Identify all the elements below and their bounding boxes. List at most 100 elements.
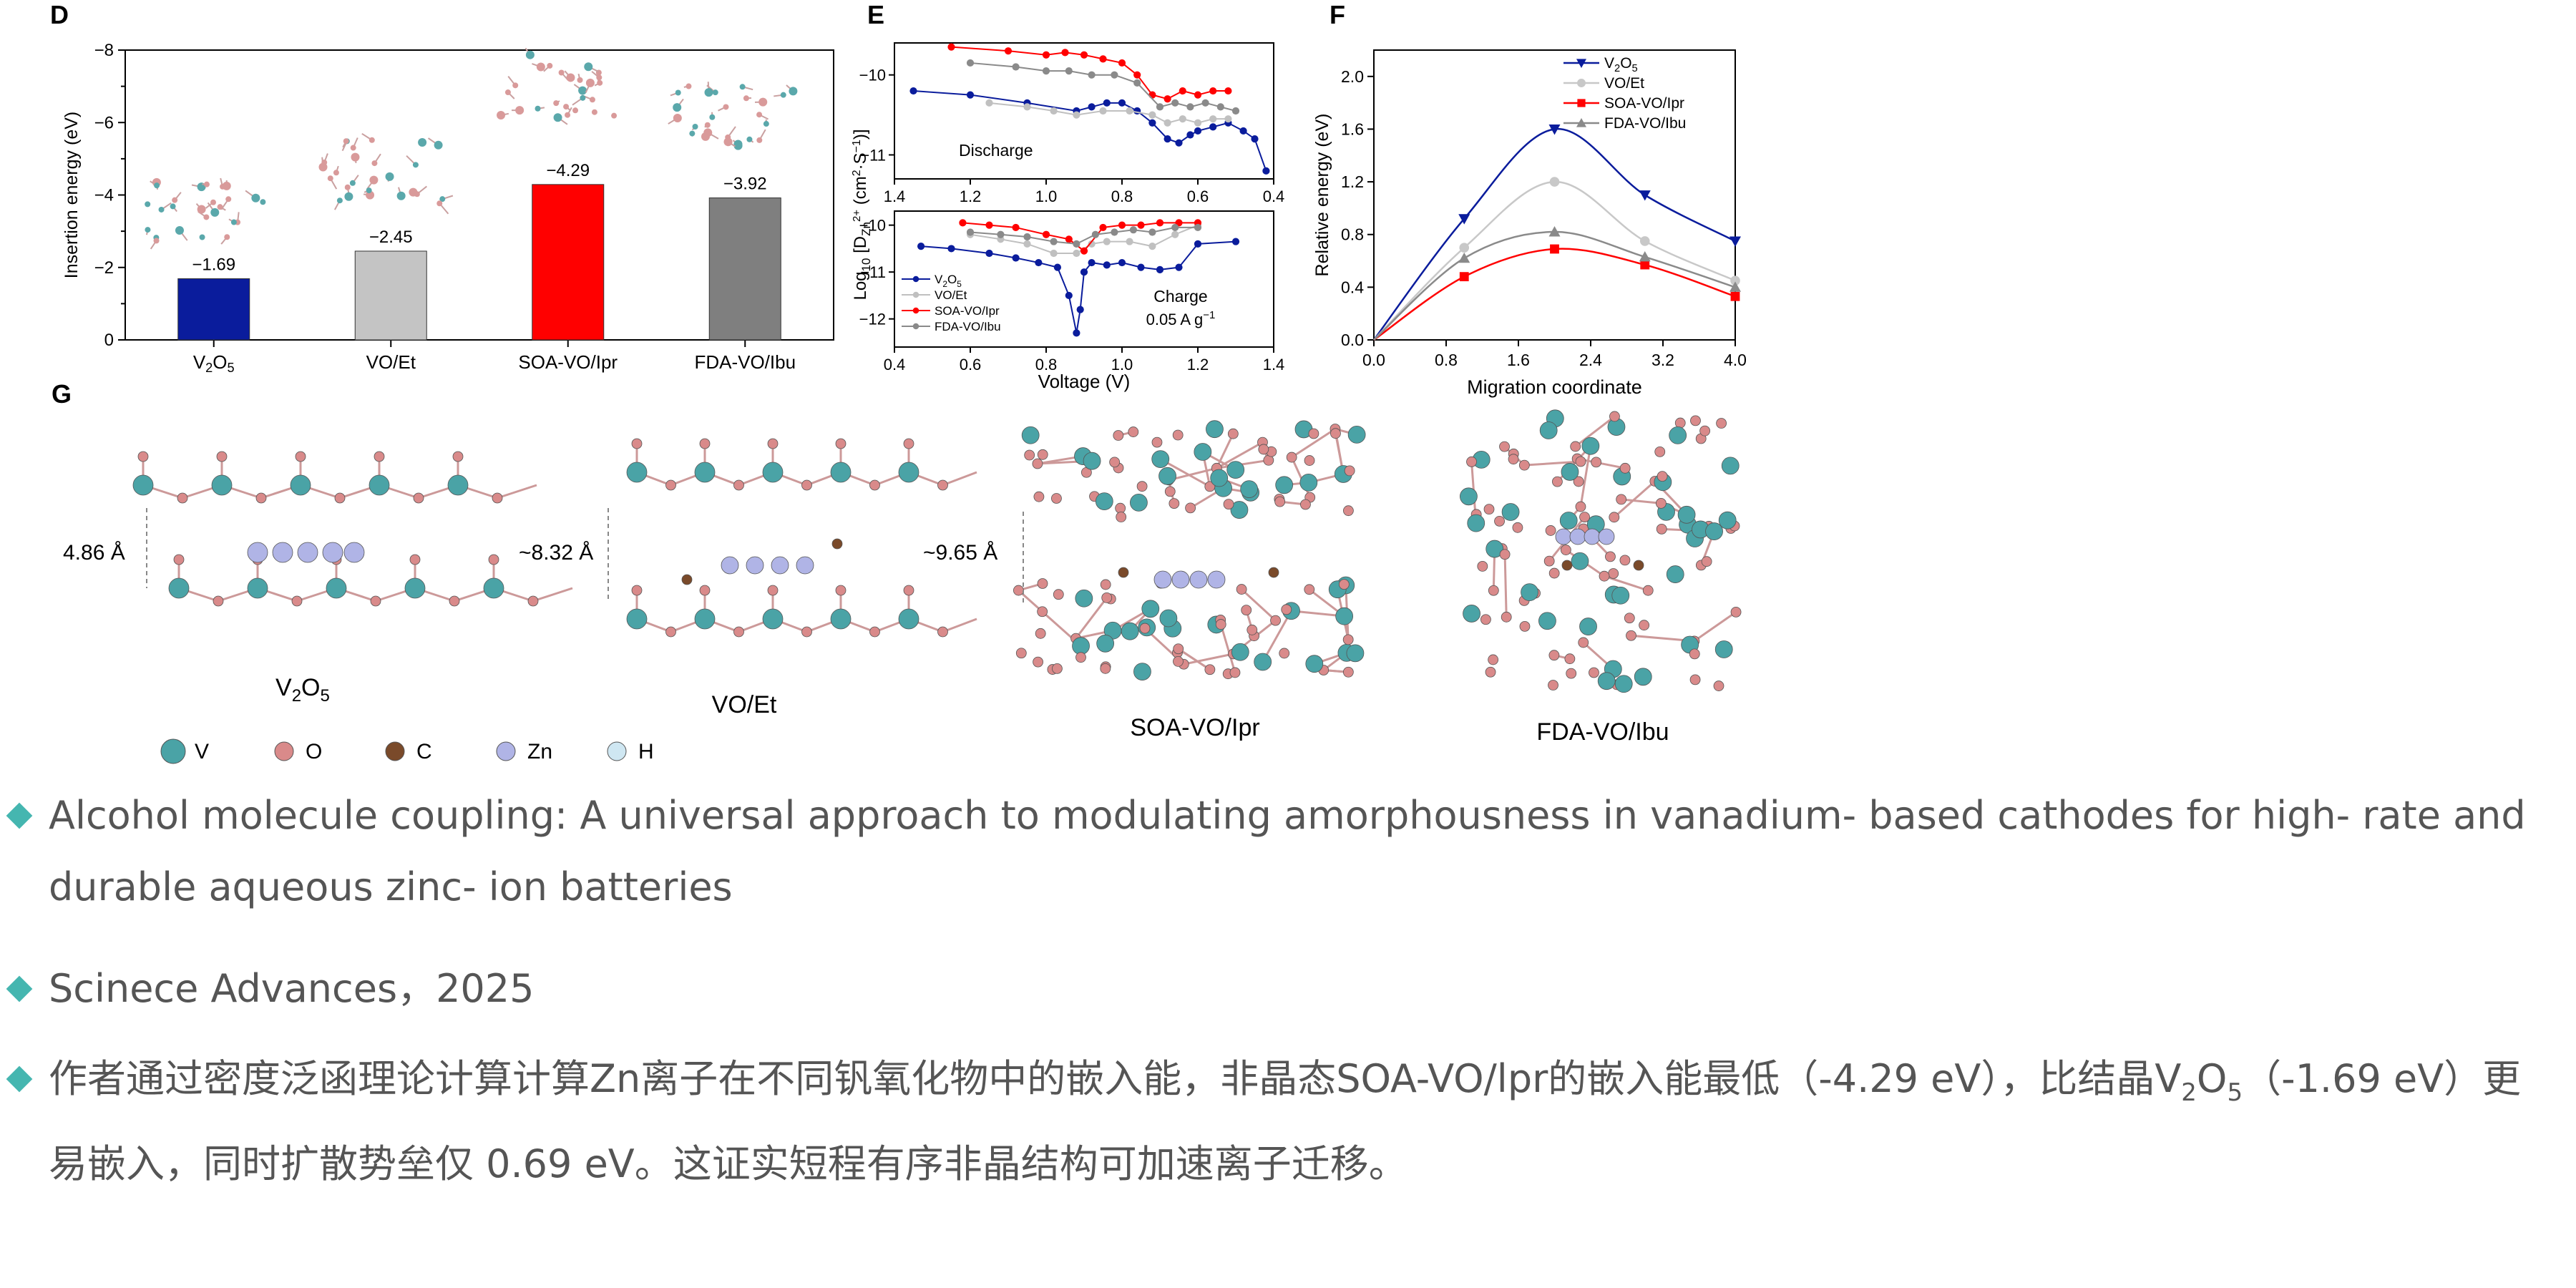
g-o-atom (1304, 584, 1315, 595)
g-o-atom (1109, 457, 1121, 468)
f-series-point (1458, 214, 1470, 225)
g-o-atom (1113, 430, 1124, 441)
d-atom (704, 122, 711, 128)
g-zn-atom (1189, 570, 1208, 589)
g-o-atom (1136, 481, 1148, 492)
d-atom (220, 183, 226, 190)
g-zn-atom (1584, 528, 1601, 545)
e-charge-label: Charge (1153, 287, 1207, 306)
e-top-series-point (1012, 63, 1020, 71)
g-zn-atom (1555, 528, 1572, 545)
g-o-atom (1100, 663, 1111, 674)
d-bar-1 (354, 250, 427, 341)
g-o-atom (1139, 623, 1151, 634)
g-v-atom (1467, 514, 1485, 532)
g-o-atom (1591, 457, 1602, 468)
f-series-point (1548, 125, 1561, 135)
f-legend-label: SOA-VO/Ipr (1604, 95, 1684, 112)
g-v-atom (1521, 583, 1538, 602)
g-bond (497, 484, 537, 499)
e-top-series-point (1239, 127, 1247, 135)
e-bot-series-point (1023, 240, 1031, 248)
g-v-atom (762, 608, 784, 630)
g-legend-atom-h (607, 741, 627, 761)
e-bot-series-point (1080, 247, 1088, 255)
g-o-atom (1608, 568, 1619, 579)
d-atom (436, 200, 443, 207)
e-bot-series-point (1118, 221, 1126, 229)
e-top-series-point (909, 87, 917, 95)
g-o-atom (1609, 411, 1620, 422)
g-o-atom (1024, 449, 1035, 461)
g-o-atom (1689, 674, 1701, 686)
e-bot-series-point (966, 228, 975, 236)
f-series-point (1729, 236, 1741, 247)
e-bot-series-point (959, 219, 967, 227)
e-top-series-point (1099, 107, 1107, 115)
g-o-atom (1236, 584, 1247, 595)
g-o-atom (1501, 611, 1512, 623)
g-o-atom (835, 585, 847, 596)
e-top-series-point (1163, 95, 1171, 103)
f-xtick-label: 0.8 (1435, 351, 1458, 369)
f-legend-label: FDA-VO/Ibu (1604, 115, 1686, 132)
d-atom (789, 87, 798, 96)
d-atom (709, 114, 716, 120)
d-atom (371, 160, 378, 167)
d-atom (439, 196, 446, 203)
d-atom (547, 62, 553, 69)
d-atom (756, 112, 763, 118)
g-v-atom (1254, 653, 1272, 671)
g-o-atom (1543, 555, 1555, 567)
g-o-atom (1689, 648, 1700, 660)
g-o-atom (1270, 615, 1281, 626)
g-o-atom (1229, 667, 1241, 678)
g-o-atom (869, 479, 880, 491)
e-bot-series-point (1148, 243, 1156, 250)
d-atom (224, 234, 230, 240)
d-atom (145, 201, 151, 208)
g-o-atom (1656, 523, 1667, 535)
e-top-series-point (1042, 51, 1050, 59)
g-o-atom (173, 554, 185, 565)
d-atom (591, 109, 597, 115)
g-v-atom (1299, 474, 1318, 492)
e-top-series-point (1194, 127, 1202, 135)
g-o-atom (488, 554, 499, 565)
d-structure-thumbnail-1 (318, 132, 454, 215)
e-top-series-point (1216, 103, 1224, 111)
g-bond (1075, 597, 1108, 640)
f-ytick-label: 1.6 (1341, 119, 1364, 138)
g-zn-atom (1153, 570, 1172, 589)
g-legend-atom-zn (496, 741, 516, 761)
d-atom (175, 225, 184, 235)
d-atom (366, 187, 372, 194)
g-o-atom (1654, 446, 1666, 457)
d-atom (154, 182, 160, 189)
e-top-series-point (1103, 99, 1111, 107)
d-ylabel: Insertion energy (eV) (62, 112, 82, 278)
g-v-atom (1226, 461, 1245, 479)
e-top-series-point (1186, 103, 1194, 111)
distance-label-soa-vo-ipr: ~9.65 Å (923, 541, 997, 565)
g-v-atom (1133, 663, 1151, 681)
g-o-atom (1657, 471, 1668, 482)
g-o-atom (699, 438, 711, 449)
g-v-atom (1669, 426, 1687, 444)
g-bond (1693, 611, 1737, 643)
d-ytick-label: −8 (94, 41, 114, 60)
e-bot-series-point (1035, 258, 1043, 267)
g-v-atom (1275, 476, 1294, 494)
e-top-series-point (1156, 103, 1164, 111)
d-atom (396, 191, 406, 200)
d-atom (349, 180, 356, 186)
e-bot-series-point (1042, 230, 1050, 238)
d-atom (251, 193, 260, 203)
paper-title: Alcohol molecule coupling: A universal a… (49, 793, 2526, 909)
d-atom (199, 234, 205, 240)
e-bot-series-point (1137, 263, 1145, 271)
d-atom (172, 197, 178, 203)
e-bot-series-point (1156, 265, 1164, 273)
g-o-atom (1246, 624, 1258, 635)
